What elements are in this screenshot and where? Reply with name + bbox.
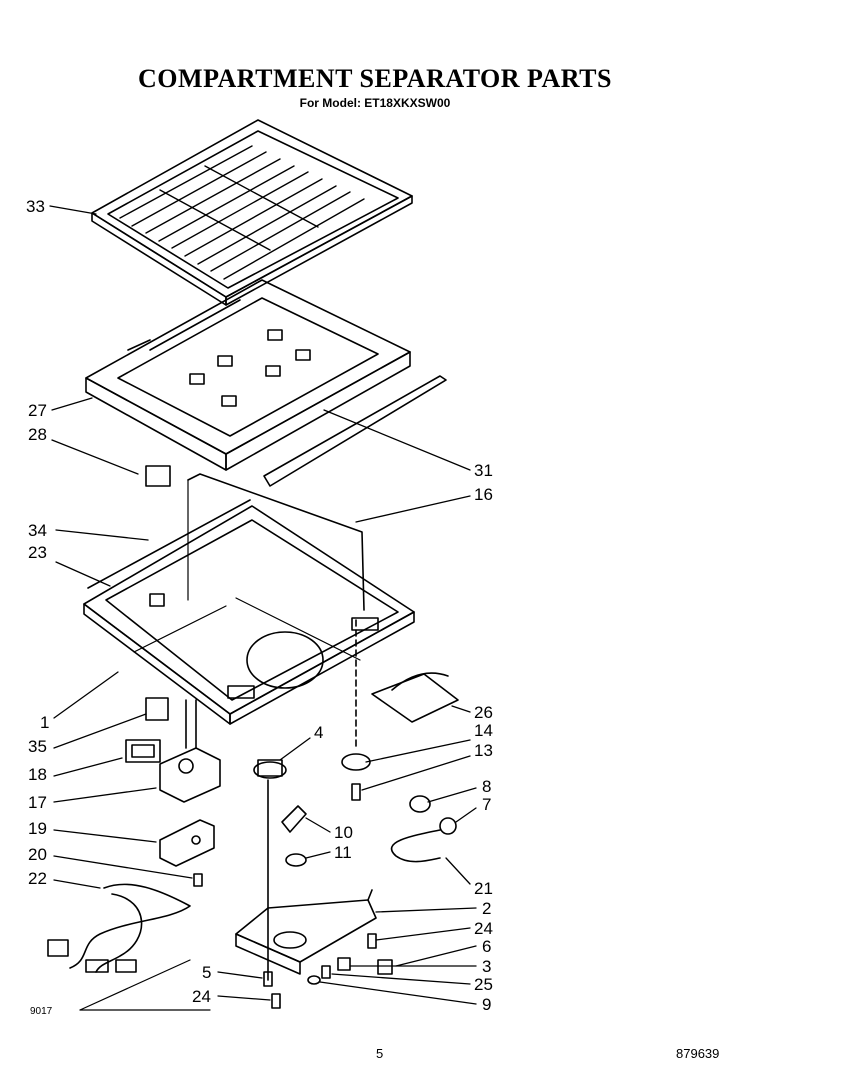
part-27-frame bbox=[85, 279, 411, 471]
part-16-wire bbox=[187, 473, 365, 611]
part-18-gasket bbox=[125, 739, 161, 763]
callout-35: 35 bbox=[28, 737, 47, 756]
callout-33: 33 bbox=[26, 197, 45, 216]
callout-20: 20 bbox=[28, 845, 47, 864]
callout-2: 2 bbox=[482, 899, 491, 918]
part-23-tray bbox=[83, 499, 415, 725]
callout-24-lower: 24 bbox=[192, 987, 211, 1006]
callout-1: 1 bbox=[40, 713, 49, 732]
part-10-switch bbox=[281, 805, 307, 833]
part-17-housing bbox=[159, 699, 221, 803]
callout-19: 19 bbox=[28, 819, 47, 838]
harness-lead-lines bbox=[79, 959, 211, 1011]
part-11-washer bbox=[285, 853, 307, 867]
callout-14: 14 bbox=[474, 721, 493, 740]
part-31-strip bbox=[263, 375, 447, 487]
callout-22: 22 bbox=[28, 869, 47, 888]
callout-4: 4 bbox=[314, 723, 323, 742]
doc-number: 879639 bbox=[676, 1046, 719, 1061]
part-22-harness bbox=[47, 883, 191, 973]
callout-18: 18 bbox=[28, 765, 47, 784]
callout-25: 25 bbox=[474, 975, 493, 994]
callout-11: 11 bbox=[334, 843, 352, 862]
footer-code: 9017 bbox=[30, 1006, 53, 1017]
callout-21: 21 bbox=[474, 879, 493, 898]
part-28-block bbox=[145, 465, 171, 487]
callout-24-upper: 24 bbox=[474, 919, 493, 938]
part-14-bushing bbox=[341, 619, 371, 771]
callout-28: 28 bbox=[28, 425, 47, 444]
callout-5: 5 bbox=[202, 963, 211, 982]
callout-23: 23 bbox=[28, 543, 47, 562]
part-20-screw bbox=[193, 873, 203, 887]
small-fasteners bbox=[263, 933, 393, 1009]
page-title: COMPARTMENT SEPARATOR PARTS bbox=[138, 64, 612, 93]
callout-16: 16 bbox=[474, 485, 493, 504]
callout-9: 9 bbox=[482, 995, 491, 1014]
part-19-bracket bbox=[159, 819, 215, 867]
callout-26: 26 bbox=[474, 703, 493, 722]
callout-10: 10 bbox=[334, 823, 353, 842]
callout-13: 13 bbox=[474, 741, 493, 760]
footer: 9017 5 879639 bbox=[30, 1006, 719, 1061]
part-8-bulb bbox=[409, 795, 431, 813]
callout-3: 3 bbox=[482, 957, 491, 976]
callout-17: 17 bbox=[28, 793, 47, 812]
model-subtitle: For Model: ET18XKXSW00 bbox=[299, 96, 451, 110]
callout-labels: 33 27 28 31 16 34 23 1 26 35 4 14 13 18 … bbox=[26, 197, 493, 1014]
part-26-cover bbox=[371, 672, 459, 723]
callout-6: 6 bbox=[482, 937, 491, 956]
callout-8: 8 bbox=[482, 777, 491, 796]
page-number: 5 bbox=[376, 1046, 383, 1061]
part-13-screw bbox=[351, 783, 361, 801]
part-4-grommet bbox=[253, 759, 287, 981]
callout-34: 34 bbox=[28, 521, 47, 540]
callout-7: 7 bbox=[482, 795, 491, 814]
part-7-socket bbox=[439, 817, 457, 835]
part-33-grille bbox=[91, 119, 413, 306]
callout-27: 27 bbox=[28, 401, 47, 420]
part-21-wire bbox=[390, 829, 441, 863]
leader-lines bbox=[49, 205, 477, 1005]
part-2-box bbox=[235, 889, 377, 975]
part-35-clip bbox=[145, 697, 169, 721]
callout-31: 31 bbox=[474, 461, 493, 480]
